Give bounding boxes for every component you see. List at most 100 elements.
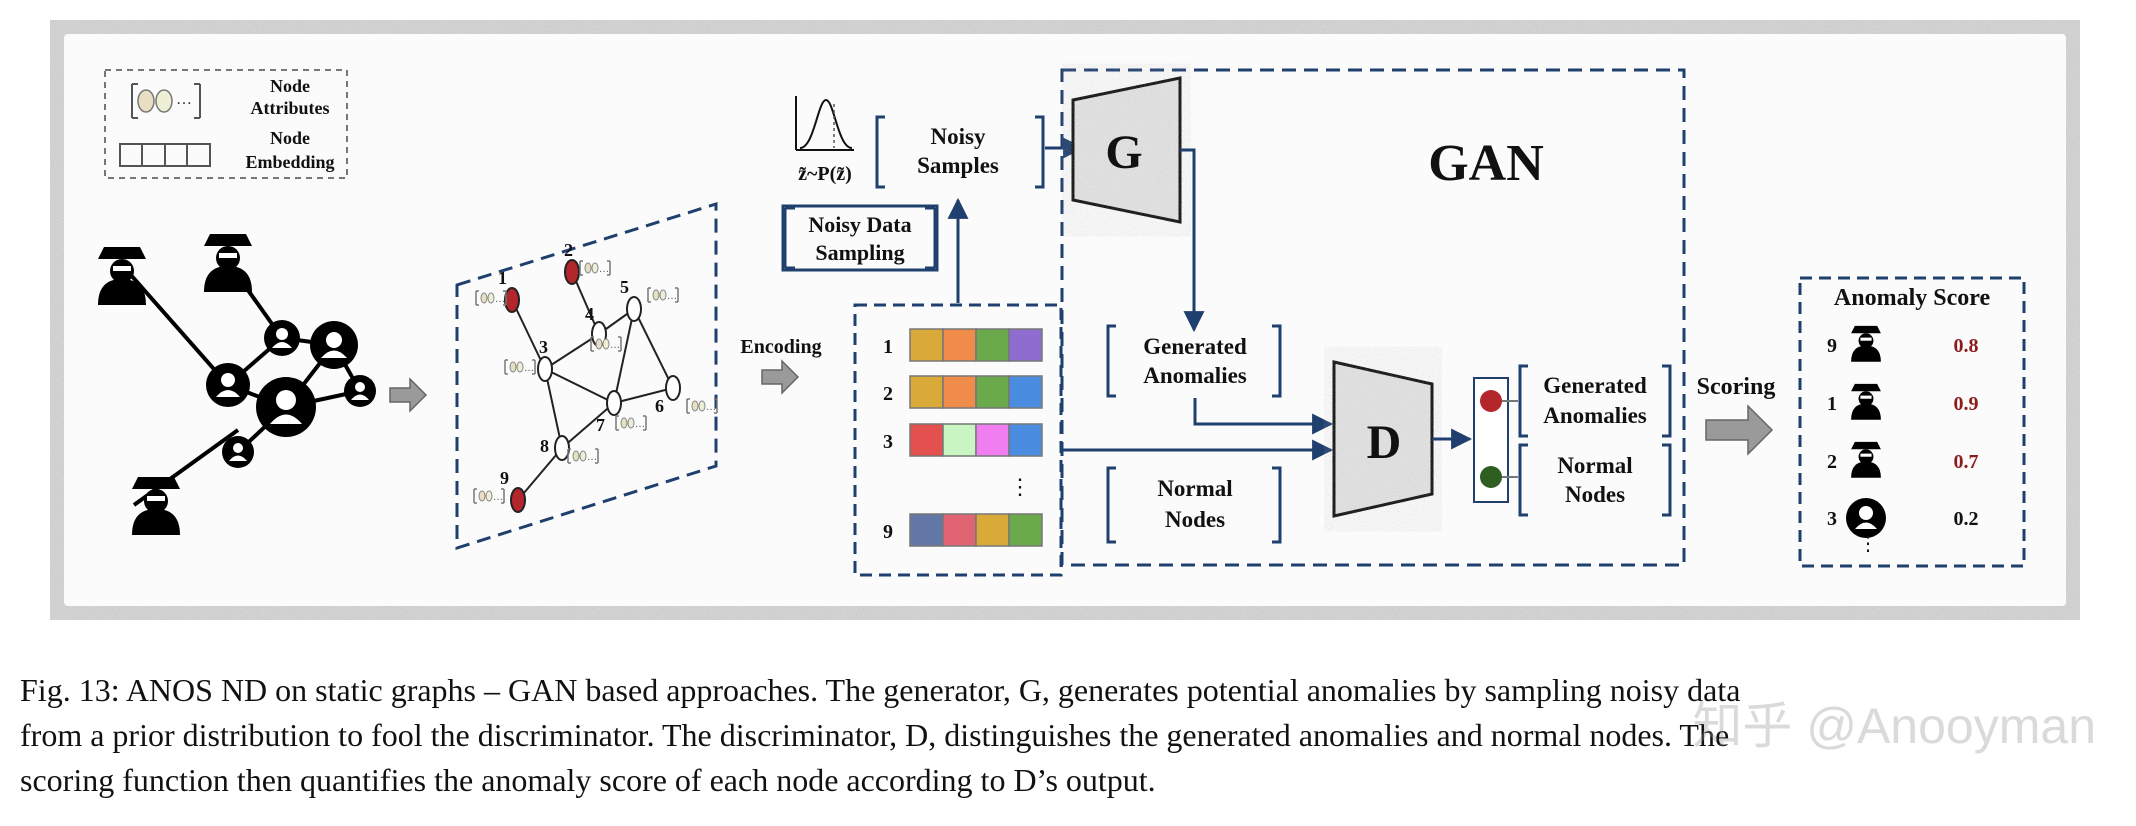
discriminator-block: D <box>1332 360 1434 518</box>
graph-node: 9… <box>473 468 526 513</box>
node-attributes-icon: … <box>473 488 505 504</box>
score-node-id: 3 <box>1827 508 1837 530</box>
node-attributes-icon: … <box>475 290 507 306</box>
generated-anomalies-output-line-2: Anomalies <box>1543 403 1647 428</box>
node-attributes-icon: … <box>131 83 201 119</box>
generated-anomalies-output-line-1: Generated <box>1543 373 1647 398</box>
graph-node-label: 1 <box>498 268 507 288</box>
score-node-id: 2 <box>1827 451 1837 473</box>
embedding-cell <box>1008 328 1043 362</box>
normal-nodes-output: Normal Nodes <box>1518 443 1672 517</box>
embedding-row: 1 <box>883 328 1043 362</box>
graph-node: 1… <box>475 268 520 313</box>
generated-anomalies-input-line-1: Generated <box>1143 334 1247 359</box>
node-embeddings: 123⋮9 <box>853 303 1063 577</box>
embedding-row: 3 <box>883 423 1043 457</box>
graph-node-label: 6 <box>655 396 664 416</box>
graph-node-label: 4 <box>585 304 594 324</box>
grey-arrow-icon <box>389 377 428 413</box>
input-network <box>98 234 376 535</box>
graph-node-label: 8 <box>540 436 549 456</box>
graph-node: 6… <box>655 375 718 416</box>
embedding-ellipsis: ⋮ <box>1009 474 1031 499</box>
embedding-row: 2 <box>883 375 1043 409</box>
graph-node-label: 9 <box>500 468 509 488</box>
encoding-label: Encoding <box>740 336 821 358</box>
embedding-cell <box>1008 375 1043 409</box>
embedding-cell <box>975 375 1010 409</box>
graph-node: 7… <box>596 390 647 435</box>
noisy-samples-line-2: Samples <box>917 153 999 178</box>
user-icon <box>206 363 250 407</box>
grey-arrow-icon <box>761 359 800 395</box>
embedding-row-label: 3 <box>883 431 893 453</box>
svg-text:…: … <box>495 294 505 305</box>
generated-anomalies-input-line-2: Anomalies <box>1143 363 1247 388</box>
generator-block: G <box>1071 76 1182 224</box>
discriminator-label: D <box>1367 416 1402 469</box>
user-icon <box>256 377 316 437</box>
generator-label: G <box>1105 126 1142 179</box>
noisy-samples-box: Noisy Samples <box>875 115 1045 189</box>
embedding-row-label: 2 <box>883 383 893 405</box>
arrow-g-to-generated <box>1180 148 1205 333</box>
score-node-id: 9 <box>1827 335 1837 357</box>
embedding-cell <box>1008 423 1043 457</box>
svg-text:…: … <box>610 340 620 351</box>
output-indicators <box>1473 377 1518 503</box>
node-attributes-icon: … <box>567 448 599 464</box>
caption-line-3: scoring function then quantifies the ano… <box>20 762 1156 798</box>
attributed-graph: 1…2…3…4…5…6…7…8…9… <box>455 201 718 551</box>
embedding-cell <box>1008 513 1043 547</box>
embedding-row-label: 1 <box>883 336 893 358</box>
node-attributes-icon: … <box>647 287 679 303</box>
hacker-icon <box>204 234 252 292</box>
node-attributes-icon: … <box>504 359 536 375</box>
prior-label: z̃~P(z̃) <box>798 163 852 185</box>
svg-text:…: … <box>587 452 597 463</box>
node-attributes-icon: … <box>615 415 647 431</box>
graph-node-label: 3 <box>539 337 548 357</box>
embedding-cell <box>909 375 944 409</box>
hacker-icon <box>1851 325 1881 362</box>
score-value: 0.9 <box>1954 393 1979 415</box>
embedding-layer: 123⋮9 <box>883 328 1043 547</box>
legend: … Node Attributes Node Embedding <box>104 69 348 179</box>
caption-line-2: from a prior distribution to fool the di… <box>20 717 1730 753</box>
gan-box <box>1060 68 1686 567</box>
score-value: 0.8 <box>1954 335 1979 357</box>
legend-embedding-label-1: Node <box>270 128 310 148</box>
score-node-id: 1 <box>1827 393 1837 415</box>
figure-caption: Fig. 13: ANOS ND on static graphs – GAN … <box>20 668 2120 803</box>
user-icon <box>344 375 376 407</box>
svg-text:…: … <box>706 402 716 413</box>
noisy-data-sampling-box: Noisy Data Sampling <box>781 204 939 272</box>
graph-node: 5… <box>620 277 679 322</box>
graph-node-label: 2 <box>564 240 573 260</box>
normal-nodes-input: Normal Nodes <box>1106 466 1282 544</box>
graph-node-label: 7 <box>596 415 605 435</box>
graph-node-layer: 1…2…3…4…5…6…7…8…9… <box>473 240 718 513</box>
embedding-cell <box>909 423 944 457</box>
hacker-icon <box>98 247 146 305</box>
graph-node-label: 5 <box>620 277 629 297</box>
score-more-ellipsis: ⋮ <box>1858 533 1878 555</box>
hacker-icon <box>1851 441 1881 478</box>
noisy-data-sampling-line-2: Sampling <box>815 240 904 265</box>
normal-indicator-dot <box>1480 466 1502 488</box>
node-attributes-icon: … <box>686 398 718 414</box>
normal-nodes-output-line-2: Nodes <box>1565 482 1625 507</box>
noisy-data-sampling-line-1: Noisy Data <box>808 212 911 237</box>
normal-nodes-input-line-2: Nodes <box>1165 507 1225 532</box>
hacker-icon <box>1851 383 1881 420</box>
diagram: … Node Attributes Node Embedding <box>50 20 2080 620</box>
node-attributes-icon: … <box>579 260 611 276</box>
legend-embedding-label-2: Embedding <box>245 152 334 172</box>
arrow-generated-to-d <box>1193 398 1334 435</box>
score-value: 0.2 <box>1954 508 1979 530</box>
normal-nodes-output-line-1: Normal <box>1557 453 1632 478</box>
user-icon <box>1846 498 1886 538</box>
